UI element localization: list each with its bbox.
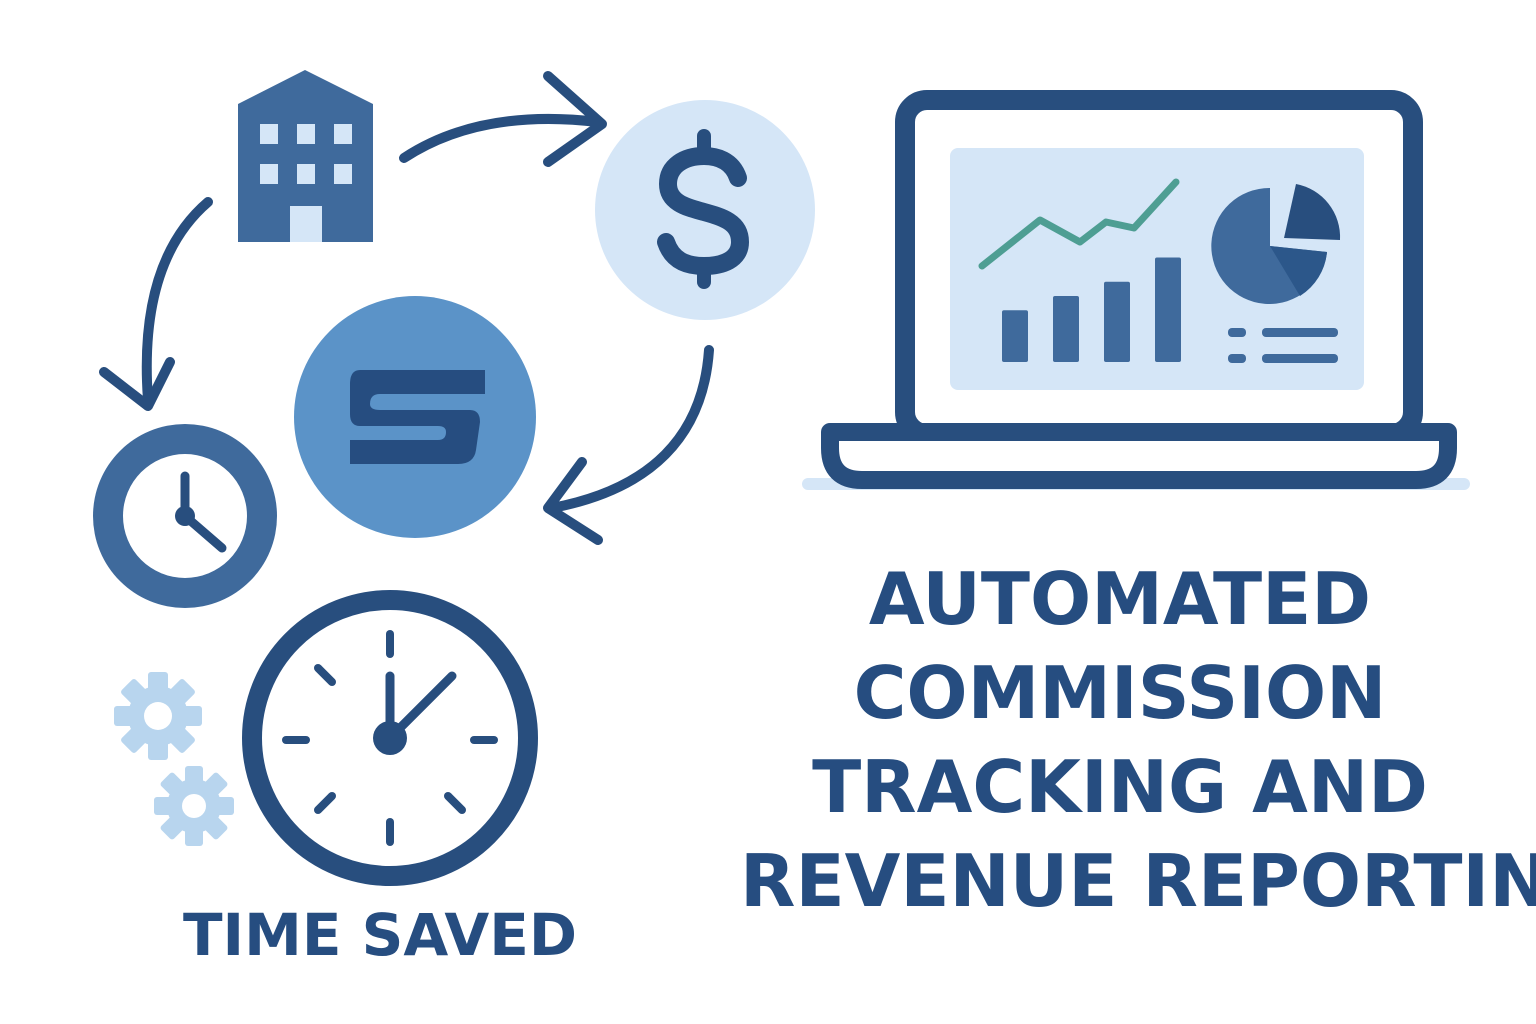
big-clock-icon (242, 590, 538, 886)
headline: AUTOMATED COMMISSION TRACKING AND REVENU… (740, 552, 1536, 928)
list-icon (1228, 328, 1338, 363)
bar-2 (1053, 296, 1079, 362)
bar-4 (1155, 257, 1181, 362)
clock-icon (93, 424, 277, 608)
arrow-building-to-dollar (399, 113, 603, 163)
dollar-icon (595, 100, 815, 320)
arrow-head-right (543, 457, 603, 545)
cycle-arrows (99, 71, 714, 545)
pie-chart-icon (1211, 184, 1341, 304)
arrow-dollar-to-brand (547, 345, 714, 513)
arrow-head-left (99, 357, 175, 411)
laptop-icon (802, 90, 1470, 490)
bar-3 (1104, 281, 1130, 362)
building-icon (238, 70, 373, 242)
bar-1 (1002, 310, 1028, 362)
brand-s-icon (294, 296, 536, 538)
arrow-building-to-clock (141, 197, 213, 405)
headline-line-1: AUTOMATED (868, 557, 1372, 641)
arrow-head-top (543, 71, 607, 167)
line-chart-icon (978, 178, 1180, 270)
bar-chart-icon (1002, 257, 1181, 362)
headline-line-4: REVENUE REPORTING (740, 839, 1536, 923)
time-saved-label: TIME SAVED (182, 901, 578, 969)
gear-icon (114, 672, 234, 846)
headline-line-2: COMMISSION (853, 651, 1387, 735)
headline-line-3: TRACKING AND (812, 745, 1428, 829)
